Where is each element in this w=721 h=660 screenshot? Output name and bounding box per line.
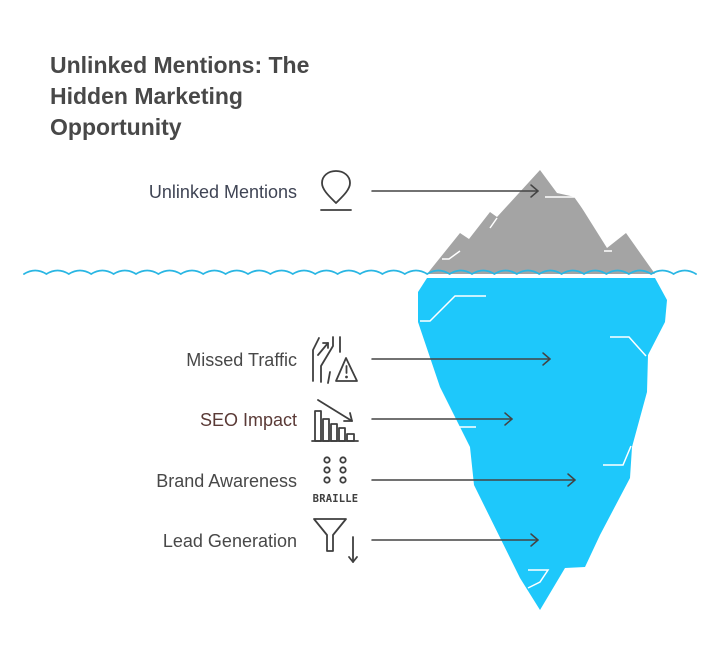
braille-icon: BRAILLE: [313, 456, 359, 505]
label-lead-generation: Lead Generation: [163, 531, 297, 551]
iceberg-above-water: [427, 170, 655, 274]
title-line: Unlinked Mentions: The: [50, 52, 310, 78]
water-line: [23, 269, 697, 276]
label-unlinked-mentions: Unlinked Mentions: [149, 182, 297, 202]
map-pin-icon: [320, 170, 352, 211]
title-line: Hidden Marketing: [50, 83, 243, 109]
label-seo-impact: SEO Impact: [200, 410, 297, 430]
declining-chart-icon: [311, 399, 359, 442]
diagram-title: Unlinked Mentions: The Hidden Marketing …: [50, 50, 370, 143]
iceberg-edge-highlights: [442, 196, 612, 260]
arrow-lead-generation: [371, 533, 539, 547]
arrow-brand-awareness: [371, 473, 576, 487]
braille-icon-text: BRAILLE: [313, 493, 359, 505]
title-line: Opportunity: [50, 114, 182, 140]
arrow-unlinked-mentions: [371, 184, 539, 198]
funnel-icon: [313, 518, 358, 563]
label-missed-traffic: Missed Traffic: [186, 350, 297, 370]
iceberg-below-water: [418, 278, 667, 610]
arrows: [371, 184, 576, 547]
labels: Unlinked Mentions Missed Traffic SEO Imp…: [149, 182, 297, 551]
arrow-seo-impact: [371, 412, 513, 426]
road-warning-icon: [312, 336, 358, 384]
iceberg-highlights: [420, 295, 647, 589]
label-brand-awareness: Brand Awareness: [156, 471, 297, 491]
arrow-missed-traffic: [371, 352, 551, 366]
